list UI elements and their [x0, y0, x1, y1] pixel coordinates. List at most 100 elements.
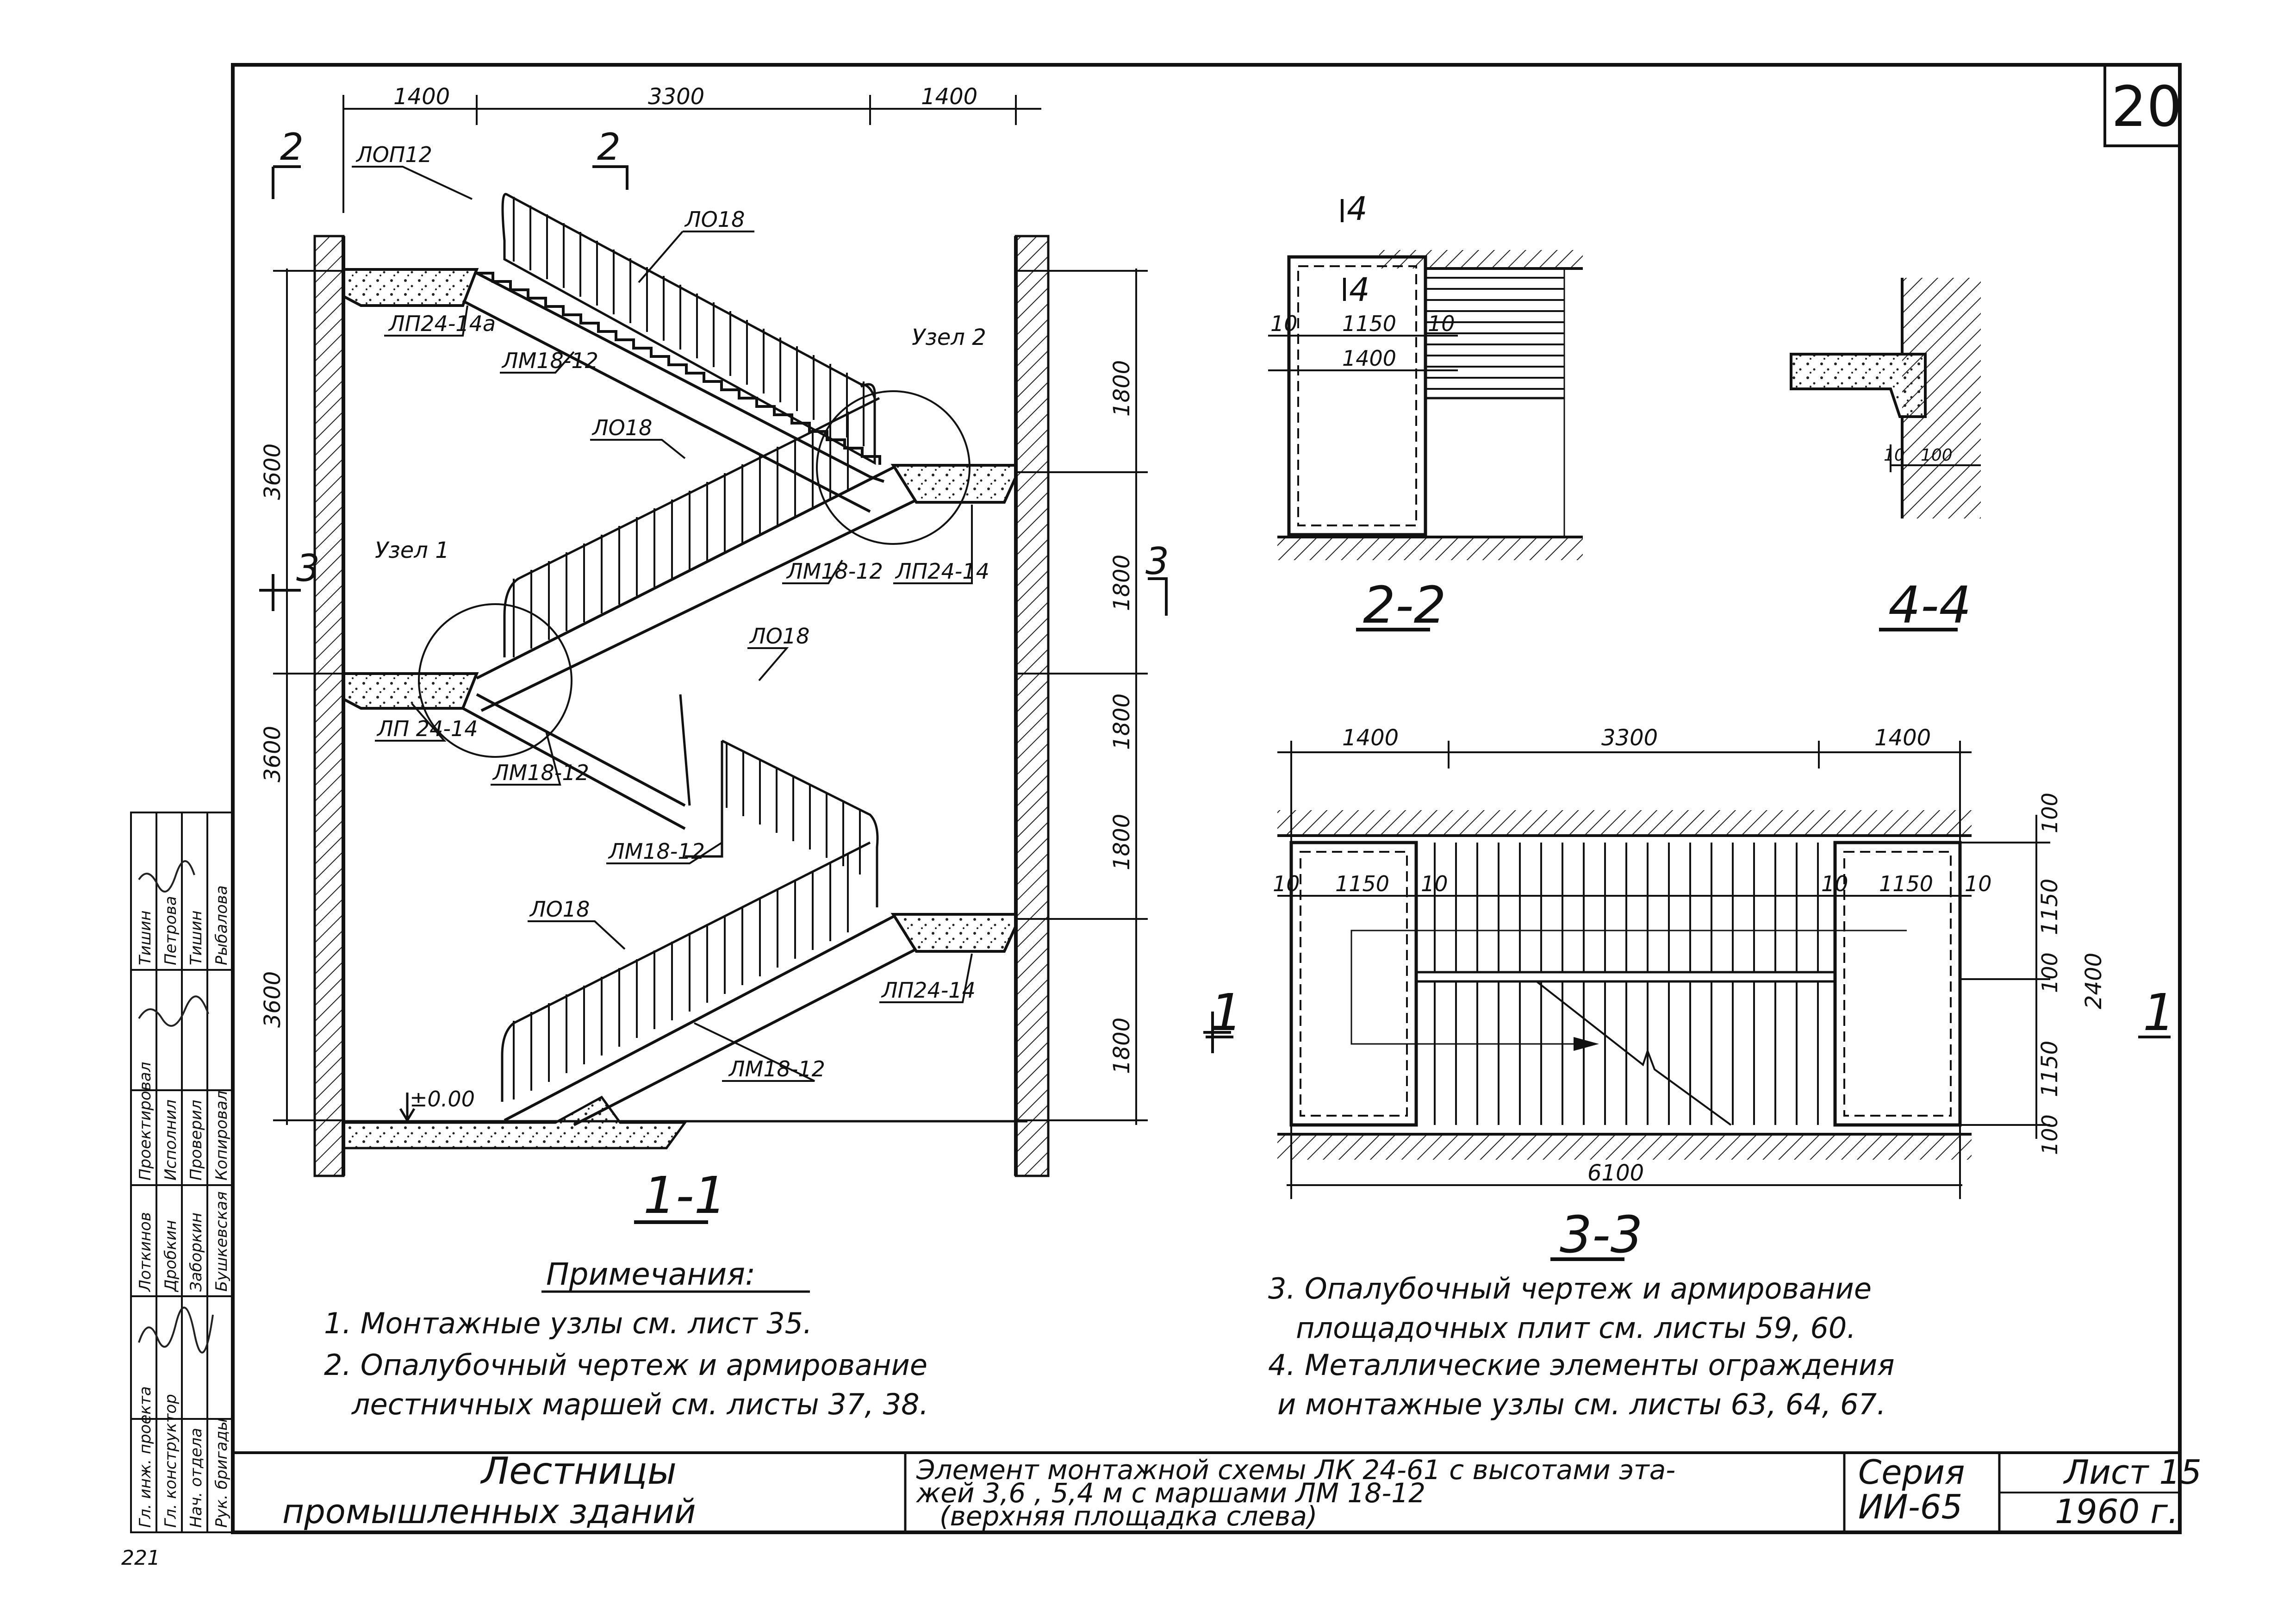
stamp-name-a-2: Дробкин [162, 1220, 180, 1293]
stamp-signatures [138, 860, 214, 1354]
cut-marks-1-1 [259, 165, 1231, 1053]
balustrades [501, 193, 880, 1102]
tb-year: 1960 г. [2055, 1492, 2178, 1531]
dim-top-3: 1400 [921, 84, 977, 110]
dims-right-1-1 [1016, 269, 1148, 1125]
page-mark: 221 [121, 1546, 160, 1570]
dim-3-3-right-4: 1150 [2037, 1041, 2063, 1097]
stamp-role-1: Гл. инж. проекта [136, 1386, 155, 1528]
stamp-role-3: Нач. отдела [187, 1428, 205, 1528]
stamp-name-a-4: Бушкевская [212, 1191, 231, 1292]
section-1-1-title: 1-1 [643, 1166, 727, 1225]
part-lm18-12-b: ЛМ18-12 [786, 559, 883, 584]
dim-3-3-right-2: 1150 [2037, 879, 2063, 935]
dim-right-2: 1800 [1109, 555, 1135, 611]
dim-3-3-inner-1: 10 [1273, 871, 1300, 896]
tb-name-line1: Лестницы [480, 1449, 677, 1493]
notes: Примечания: 1. Монтажные узлы см. лист 3… [324, 1256, 1895, 1421]
cut-mark-2-left: 2 [280, 125, 304, 169]
dim-right-1: 1800 [1109, 360, 1135, 417]
stamp-name-b-3: Тишин [187, 911, 205, 965]
dim-2-2-1150: 1150 [1342, 311, 1396, 336]
dim-3-3-inner-5: 1150 [1879, 871, 1933, 896]
dim-left-3: 3600 [260, 971, 286, 1028]
dim-3-3-inner-4: 10 [1821, 871, 1848, 896]
right-wall [1014, 235, 1050, 1177]
stamp-name-b-2: Петрова [162, 896, 180, 965]
stamp-role-b-1: Проектировал [136, 1062, 155, 1181]
dim-3-3-right-1: 100 [2037, 793, 2062, 833]
node-2-label: Узел 2 [912, 325, 986, 350]
part-lp24-14-c: ЛП24-14 [881, 978, 976, 1003]
section-1-1: 1400 3300 1400 3600 3600 3600 1800 1800 … [259, 84, 1231, 1225]
part-lm18-12-a: ЛМ18-12 [501, 348, 598, 373]
part-lo18-b: ЛО18 [591, 415, 652, 440]
section-2-2-cut-top: 4 [1347, 190, 1368, 228]
plan-landing-left [1289, 841, 1418, 1127]
part-lo18-a: ЛО18 [684, 207, 745, 232]
node-1-label: Узел 1 [375, 537, 449, 563]
walk-line [1350, 930, 1907, 1045]
note-3b: площадочных плит см. листы 59, 60. [1296, 1311, 1856, 1345]
part-leaders [352, 166, 973, 1082]
dim-3-3-inner-6: 10 [1965, 871, 1992, 896]
stamp-role-b-4: Копировал [212, 1091, 231, 1181]
section-2-2: 4 4 10 1150 10 1400 2-2 [1268, 190, 1583, 635]
section-3-3-title: 3-3 [1560, 1205, 1643, 1264]
dim-3-3-top-3: 1400 [1874, 725, 1931, 751]
cut-3-3-right: 1 [2143, 983, 2175, 1042]
plan-wall-top [1277, 810, 1972, 836]
stamp-name-a-3: Заборкин [187, 1212, 205, 1292]
dim-right-3: 1800 [1109, 693, 1135, 750]
section-4-4: 10 100 4-4 [1790, 278, 1981, 635]
wall-2-2-bottom [1277, 537, 1583, 560]
cut-mark-3-right: 3 [1145, 540, 1169, 583]
stamp-name-b-1: Тишин [136, 911, 155, 965]
title-block: Лестницы промышленных зданий Элемент мон… [282, 1449, 2202, 1532]
slab-4-4 [1790, 353, 1927, 418]
dim-3-3-inner-3: 10 [1421, 871, 1448, 896]
note-2a: 2. Опалубочный чертеж и армирование [324, 1348, 927, 1382]
dim-right-4: 1800 [1109, 814, 1135, 870]
part-lp24-14-a: ЛП24-14 [895, 559, 989, 584]
dim-right-5: 1800 [1109, 1018, 1135, 1074]
tb-name-line2: промышленных зданий [282, 1492, 696, 1531]
tb-desc-line3: (верхняя площадка слева) [940, 1500, 1318, 1532]
dim-3-3-top-1: 1400 [1342, 725, 1399, 751]
break-line [1536, 981, 1732, 1126]
note-2b: лестничных маршей см. листы 37, 38. [351, 1387, 928, 1421]
part-lo18-c: ЛО18 [749, 624, 809, 649]
left-wall [313, 235, 345, 1177]
note-4b: и монтажные узлы см. листы 63, 64, 67. [1277, 1387, 1886, 1421]
dim-2-2-1400: 1400 [1342, 346, 1396, 371]
node-2-circle [816, 390, 971, 545]
stamp-name-b-4: Рыбалова [212, 885, 231, 965]
dim-2-2-10a: 10 [1270, 311, 1298, 336]
stamp-role-4: Рук. бригады [212, 1418, 231, 1528]
cut-mark-2-mid: 2 [597, 125, 621, 169]
tb-desc-line1: Элемент монтажной схемы ЛК 24-61 с высот… [916, 1454, 1675, 1486]
dims-top-1-1 [342, 95, 1041, 213]
dim-4-4-10: 10 [1884, 446, 1905, 465]
dim-top-1: 1400 [393, 84, 450, 110]
part-lm18-12-e: ЛМ18-12 [728, 1056, 825, 1081]
tb-desc-line2: жей 3,6 , 5,4 м с маршами ЛМ 18-12 [915, 1477, 1425, 1509]
level-mark: ±0.00 [410, 1087, 475, 1112]
dims-left-1-1 [273, 269, 343, 1125]
landing-slabs [342, 268, 1017, 953]
section-3-3: 1400 3300 1400 10 1150 10 10 1150 10 100… [1206, 725, 2175, 1264]
tb-series-value: ИИ-65 [1858, 1487, 1962, 1526]
dim-left-2: 3600 [260, 726, 286, 782]
dim-4-4-100: 100 [1921, 446, 1953, 465]
steps-2-2 [1425, 277, 1564, 390]
dim-3-3-bottom: 6100 [1587, 1160, 1644, 1186]
tb-series-label: Серия [1858, 1453, 1965, 1492]
side-stamp-text: Гл. инж. проекта Гл. конструктор Нач. от… [136, 885, 231, 1528]
part-lm18-12-d: ЛМ18-12 [608, 839, 705, 864]
landing-2-2 [1287, 255, 1427, 537]
ground [342, 1095, 687, 1149]
part-lp24-14-b: ЛП 24-14 [376, 716, 478, 741]
stamp-role-2: Гл. конструктор [162, 1394, 180, 1528]
baluster-lines [513, 197, 865, 1099]
note-4a: 4. Металлические элементы ограждения [1268, 1348, 1895, 1382]
